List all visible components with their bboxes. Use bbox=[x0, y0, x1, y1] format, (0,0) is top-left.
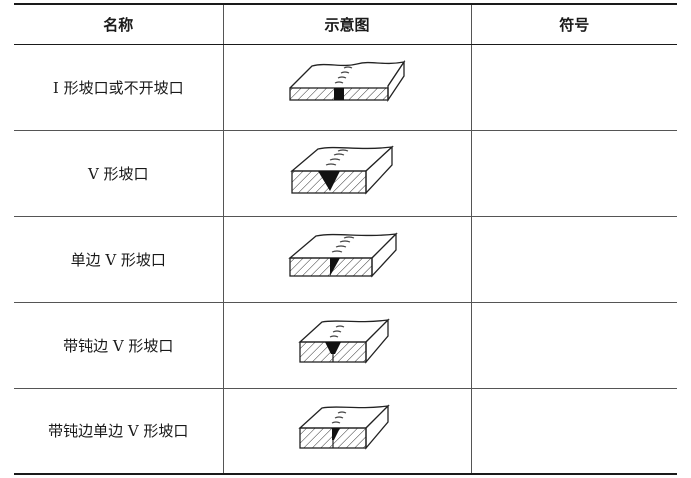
single-bevel-v-groove-diagram-icon bbox=[288, 232, 398, 278]
groove-name: I 形坡口或不开坡口 bbox=[14, 44, 224, 131]
table-row: V 形坡口 bbox=[14, 130, 677, 217]
diagram-cell bbox=[222, 44, 472, 131]
table-row: 带钝边 V 形坡口 bbox=[14, 302, 677, 389]
symbol-cell bbox=[470, 388, 677, 475]
groove-name: 带钝边 V 形坡口 bbox=[14, 302, 224, 389]
header-symbol: 符号 bbox=[470, 3, 677, 45]
symbol-cell bbox=[470, 130, 677, 217]
table-row: 单边 V 形坡口 bbox=[14, 216, 677, 303]
table-row: I 形坡口或不开坡口 bbox=[14, 44, 677, 131]
groove-name: 带钝边单边 V 形坡口 bbox=[14, 388, 224, 475]
symbol-cell bbox=[470, 44, 677, 131]
diagram-cell bbox=[222, 216, 472, 303]
header-name: 名称 bbox=[14, 3, 224, 45]
diagram-cell bbox=[222, 302, 472, 389]
diagram-cell bbox=[222, 130, 472, 217]
groove-name: V 形坡口 bbox=[14, 130, 224, 217]
groove-name: 单边 V 形坡口 bbox=[14, 216, 224, 303]
header-diagram: 示意图 bbox=[222, 3, 472, 45]
symbol-cell bbox=[470, 302, 677, 389]
symbol-cell bbox=[470, 216, 677, 303]
groove-types-table: 名称 示意图 符号 I 形坡口或不开坡口 V 形坡口 bbox=[14, 3, 677, 475]
v-groove-diagram-icon bbox=[290, 145, 394, 195]
diagram-cell bbox=[222, 388, 472, 475]
v-groove-with-root-face-diagram-icon bbox=[298, 318, 390, 364]
i-groove-diagram-icon bbox=[289, 59, 406, 103]
table-row: 带钝边单边 V 形坡口 bbox=[14, 388, 677, 475]
single-bevel-with-root-face-diagram-icon bbox=[298, 404, 390, 450]
table-header-row: 名称 示意图 符号 bbox=[14, 3, 677, 45]
